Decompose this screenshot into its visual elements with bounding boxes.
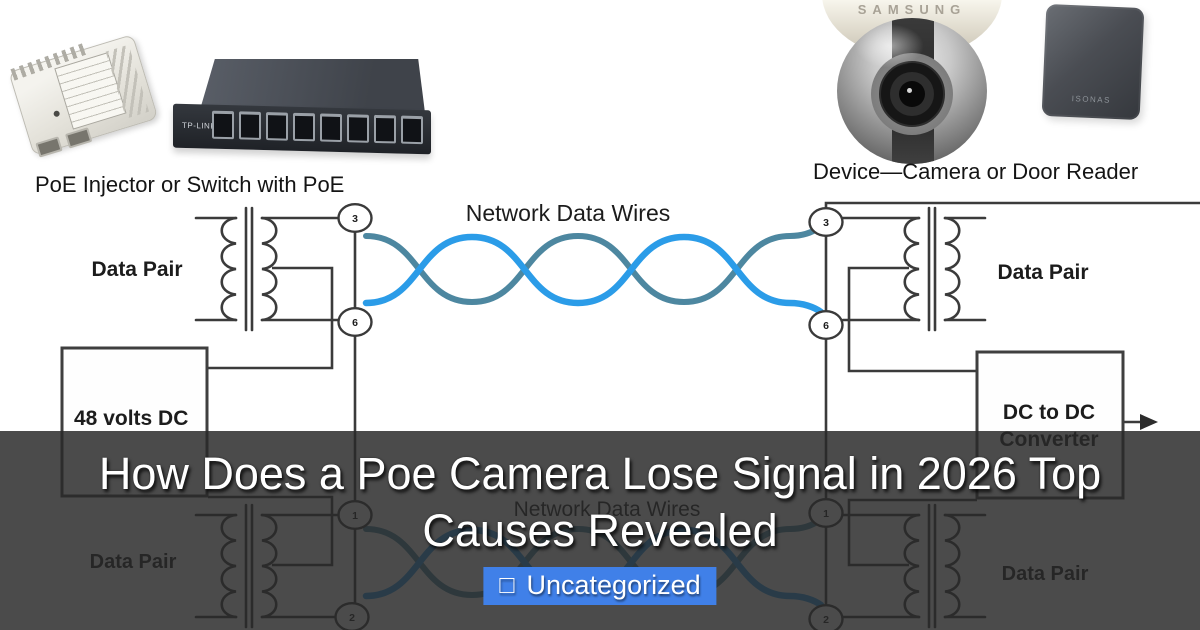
rj45-port [64,127,93,149]
injector-body [8,34,159,158]
pin-circle [808,206,844,237]
pin-number: 3 [352,213,358,225]
rj45-port [320,113,342,143]
switch-front-face: TP-LINK [173,103,431,155]
rj45-port [35,136,63,158]
rj45-port [401,115,423,145]
pin-number: 6 [352,317,358,329]
poe-switch-photo: TP-LINK [173,57,431,155]
camera-lens-core [899,80,925,107]
converter-label-line1: DC to DC [1003,401,1095,424]
switch-port-row [212,110,423,145]
pin-number: 6 [823,320,829,332]
pin-circle [808,310,844,341]
lens-highlight [907,87,912,93]
caption-device: Device—Camera or Door Reader [813,159,1139,184]
rj45-port [212,110,234,140]
reader-brand-label: ISONAS [1071,94,1112,105]
rj45-port [266,112,288,141]
data-pair-label-top-right: Data Pair [997,261,1088,284]
converter-output-arrow [1140,414,1158,430]
pin-circle [337,202,373,233]
pin-circle [337,307,373,338]
data-pair-label-top-left: Data Pair [91,258,182,281]
rj45-port [374,114,396,144]
power-source-label: 48 volts DC [74,407,188,430]
camera-lens-barrel [890,71,934,116]
pin-number: 3 [823,217,829,229]
camera-brand-label: SAMSUNG [857,2,967,17]
switch-top-face [199,59,425,113]
camera-lens-ring [879,60,945,127]
camera-dome [837,18,987,164]
injector-ports [35,127,93,158]
caption-poe-source: PoE Injector or Switch with PoE [35,172,345,197]
category-badge[interactable]: □ Uncategorized [483,567,717,605]
twisted-pair-top [366,227,821,312]
dome-highlight [855,23,924,68]
rj45-port [293,112,315,142]
injector-led [52,110,61,118]
door-reader-photo: ISONAS [1041,3,1145,121]
post-title: How Does a Poe Camera Lose Signal in 202… [98,448,1102,556]
rj45-port [239,111,261,140]
category-label: Uncategorized [526,569,701,600]
rj45-port [347,114,369,143]
network-wires-label-top: Network Data Wires [466,200,670,226]
category-folder-icon: □ [499,570,515,599]
dome-camera-photo: SAMSUNG [812,0,1012,170]
